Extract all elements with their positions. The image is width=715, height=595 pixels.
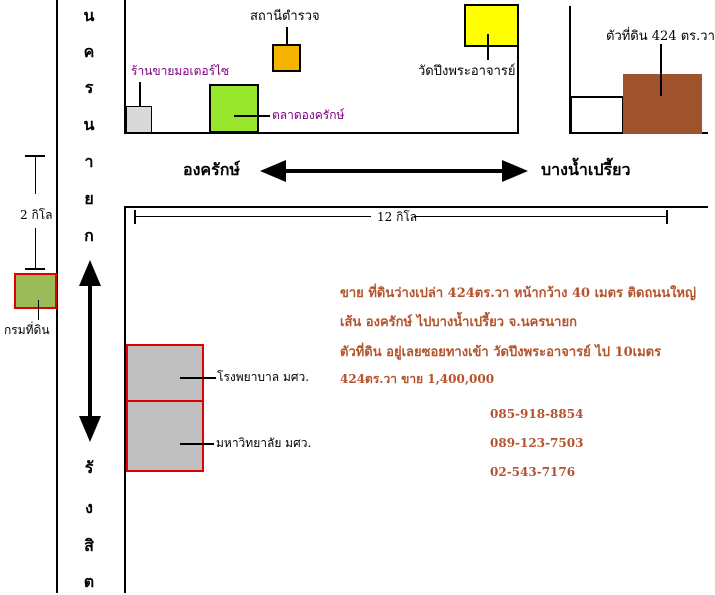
road-char: ร	[84, 78, 94, 97]
road-char: ง	[85, 498, 93, 517]
university-box	[126, 400, 204, 472]
vertical-double-arrow	[79, 260, 101, 442]
motorcycle-shop-leader	[139, 82, 141, 106]
road-char: า	[84, 152, 94, 171]
road-char: น	[83, 6, 95, 25]
main-road-left-edge	[56, 0, 58, 593]
ad-line-1: ขาย ที่ดินว่างเปล่า 424ตร.วา หน้ากว้าง 4…	[340, 286, 697, 301]
road-char: ต	[83, 572, 95, 591]
phone-number-2: 089-123-7503	[490, 436, 584, 450]
top-block-bottom-edge	[124, 132, 519, 134]
police-station-leader	[286, 27, 288, 44]
motorcycle-shop-label: ร้านขายมอเตอร์ไซ	[131, 64, 230, 78]
right-block-left-edge	[569, 6, 571, 134]
road-char: ย	[84, 189, 94, 208]
road-char: รั	[84, 458, 94, 477]
motorcycle-shop-box	[126, 106, 152, 133]
ad-line-4: 424ตร.วา ขาย 1,400,000	[340, 372, 495, 386]
top-block-right-edge	[517, 6, 519, 134]
police-station-box	[272, 44, 301, 72]
land-plot-leader	[660, 44, 662, 96]
temple-leader	[487, 34, 489, 60]
road-char: ก	[84, 226, 94, 245]
hospital-box	[126, 344, 204, 402]
university-leader	[180, 443, 214, 445]
market-box	[209, 84, 259, 133]
road-char: น	[83, 115, 95, 134]
hospital-label: โรงพยาบาล มศว.	[217, 370, 310, 384]
market-label: ตลาดองครักษ์	[272, 108, 345, 122]
phone-number-3: 02-543-7176	[490, 465, 576, 479]
road-char: สิ	[84, 536, 94, 555]
distance-12km-label: 12 กิโล	[377, 210, 418, 224]
ad-line-3: ตัวที่ดิน อยู่เลยซอยทางเข้า วัดปึงพระอาจ…	[340, 345, 662, 360]
phone-number-1: 085-918-8854	[490, 407, 584, 421]
police-station-label: สถานีตำรวจ	[250, 9, 320, 24]
direction-label-ongkharak: องครักษ์	[183, 160, 240, 179]
ad-line-2: เส้น องครักษ์ ไปบางน้ำเปรี้ยว จ.นครนายก	[340, 315, 577, 330]
market-leader	[234, 115, 270, 117]
main-road-right-edge-lower	[124, 206, 126, 593]
road-char: ค	[83, 42, 95, 61]
land-department-label: กรมที่ดิน	[4, 323, 50, 337]
horizontal-double-arrow	[260, 160, 528, 182]
neighbor-plot-box	[570, 96, 624, 134]
main-road-right-edge	[124, 0, 126, 134]
temple-box	[464, 4, 519, 47]
land-plot-box	[623, 74, 702, 134]
hospital-leader	[180, 377, 216, 379]
land-department-leader	[38, 300, 39, 320]
lower-block-top-edge	[124, 206, 708, 208]
distance-2km-label: 2 กิโล	[20, 208, 53, 222]
land-department-box	[14, 273, 57, 309]
direction-label-bang-nam-priao: บางน้ำเปรี้ยว	[541, 160, 631, 179]
land-plot-label: ตัวที่ดิน 424 ตร.วา	[606, 29, 715, 44]
temple-label: วัดปึงพระอาจารย์	[418, 64, 516, 79]
university-label: มหาวิทยาลัย มศว.	[216, 436, 312, 450]
